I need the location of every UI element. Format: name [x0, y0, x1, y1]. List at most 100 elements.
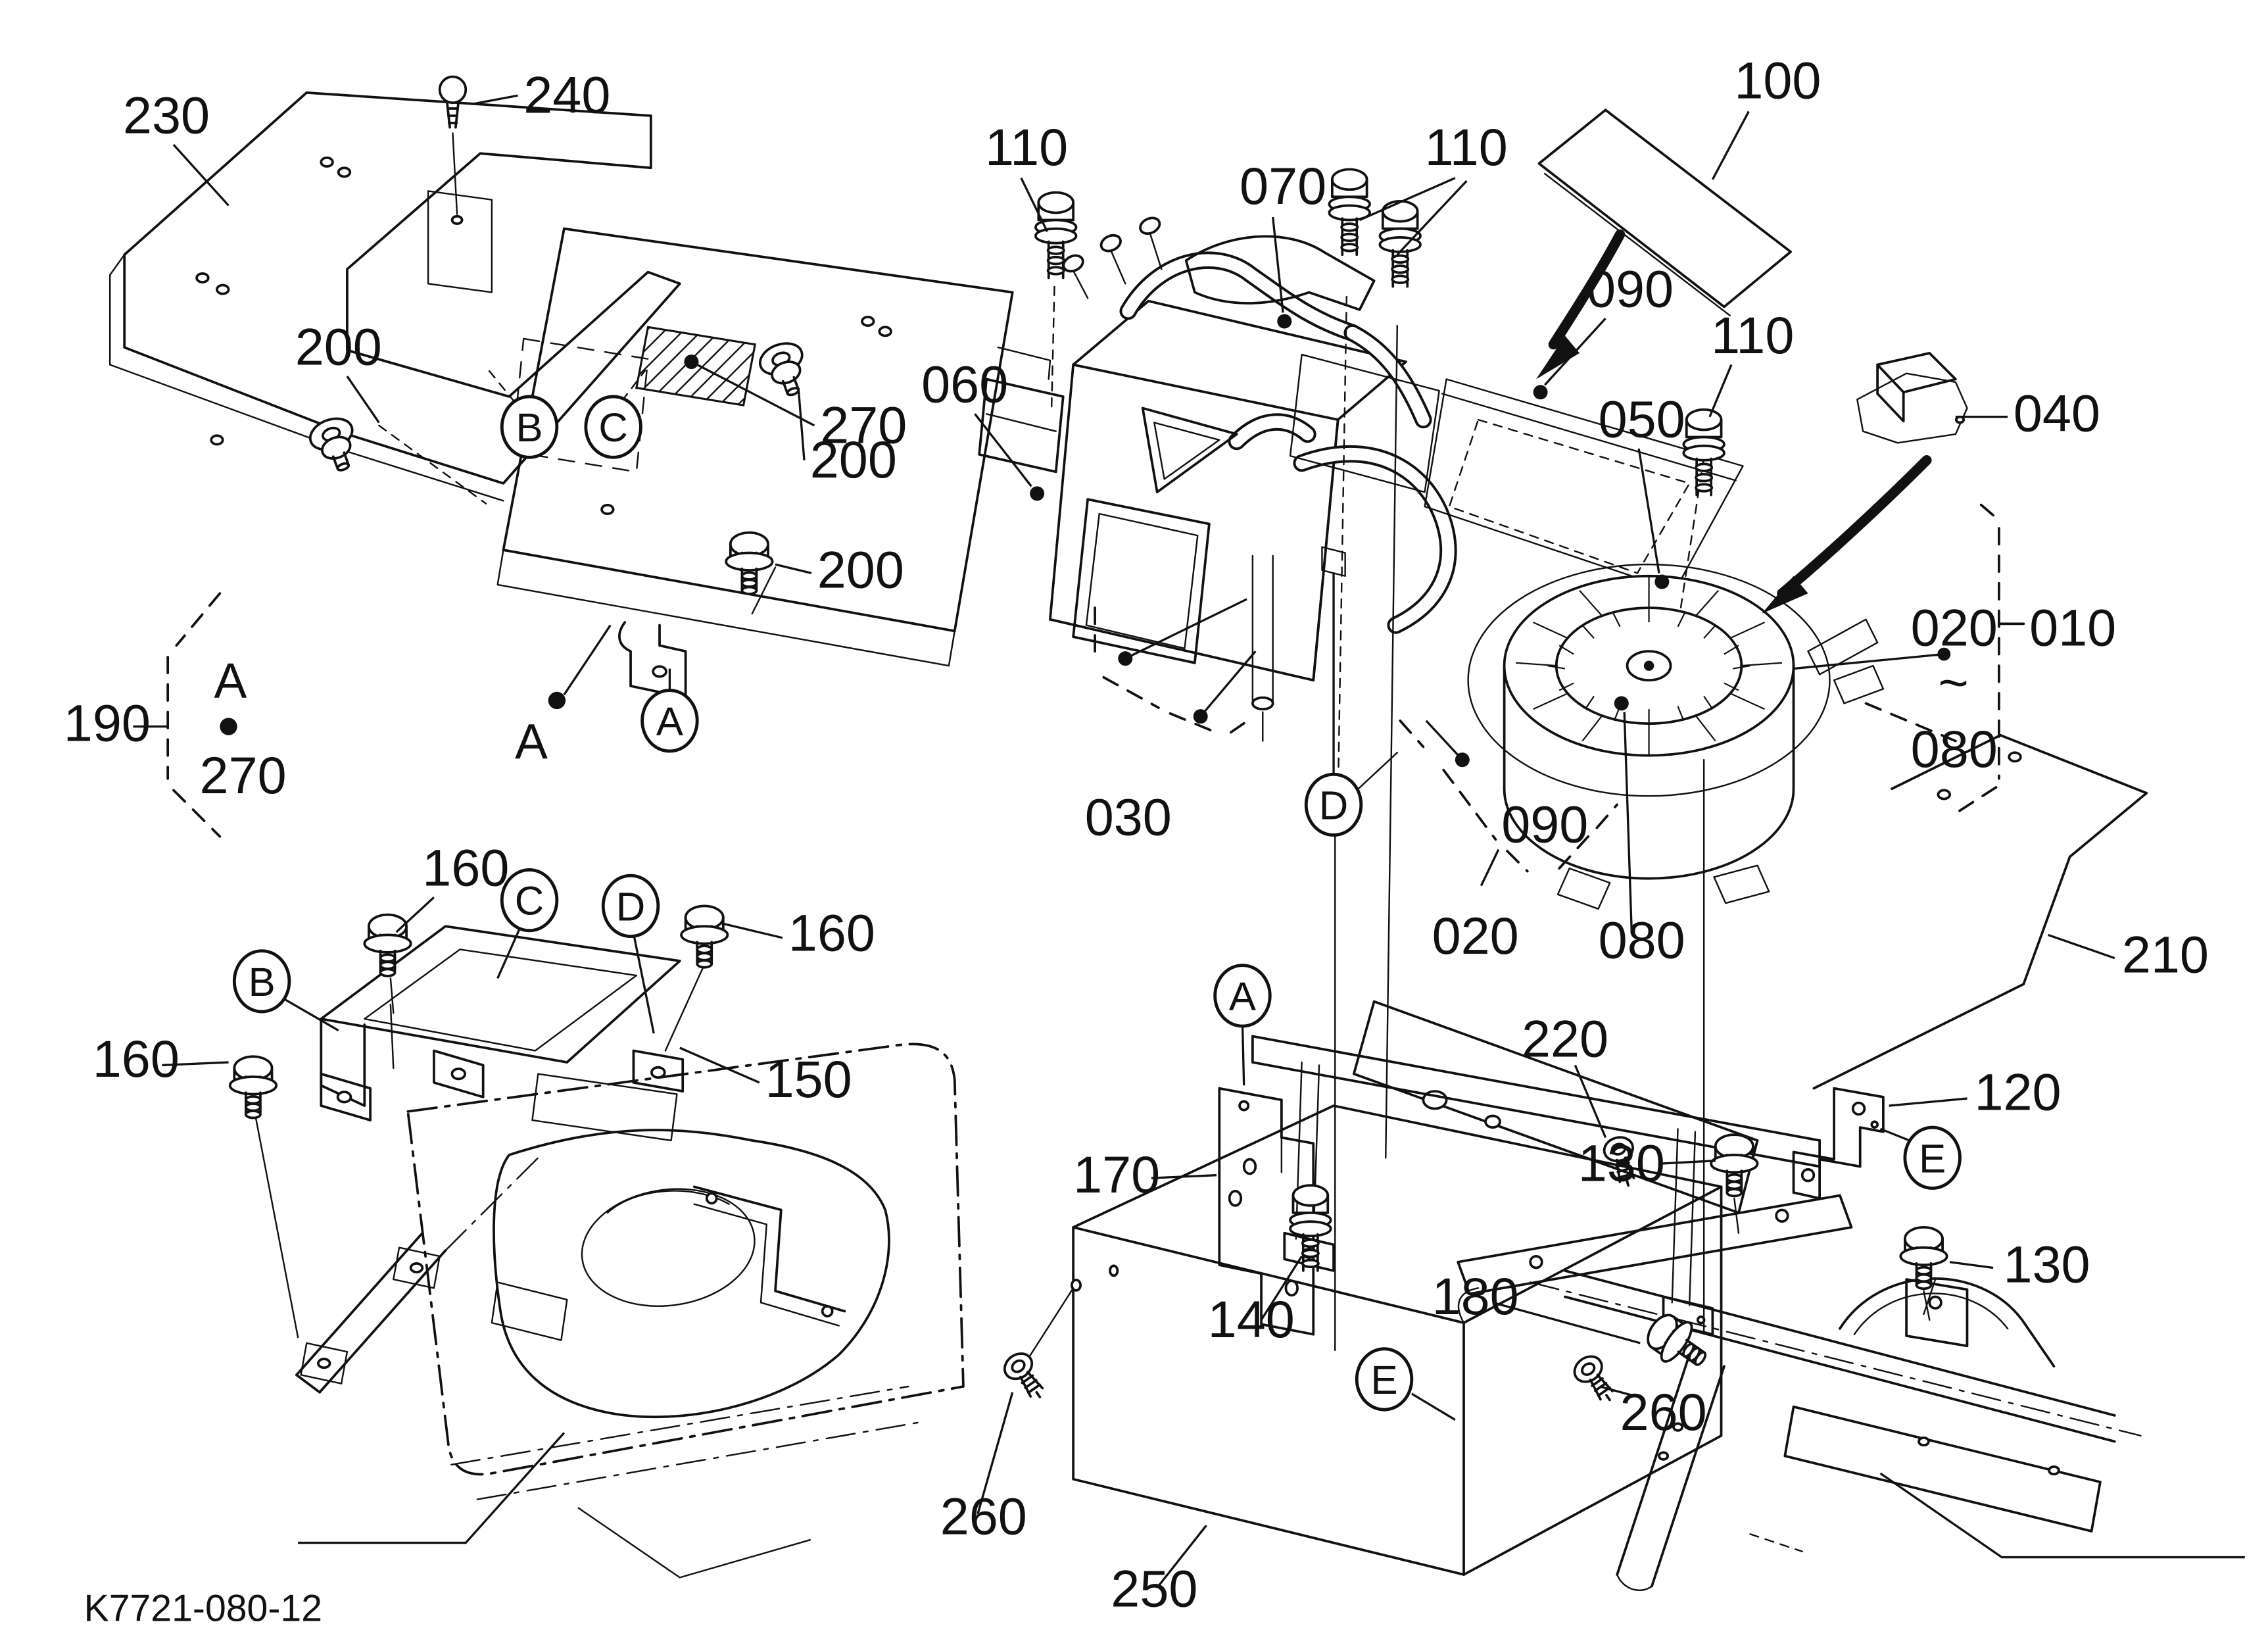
leader-210 — [2048, 933, 2115, 960]
part-label-210: 210 — [2122, 925, 2209, 984]
leader-120 — [1889, 1097, 1967, 1107]
bolt-200-lower — [725, 531, 774, 595]
part-label-160: 160 — [93, 1029, 180, 1088]
part-label-090: 090 — [1587, 259, 1674, 318]
part-label-180: 180 — [1432, 1267, 1519, 1325]
heater-unit — [978, 216, 1457, 742]
part-label-190: 190 — [64, 694, 151, 752]
part-label-070: 070 — [1240, 157, 1326, 215]
dot-080 — [1614, 696, 1629, 711]
leader-160 — [395, 897, 435, 933]
dot-050 — [1654, 574, 1670, 589]
screw-260-right — [1568, 1350, 1623, 1410]
screw-260-left — [998, 1347, 1053, 1407]
part-label-200: 200 — [810, 430, 897, 489]
leader-110 — [1359, 177, 1456, 221]
bolt-180 — [1638, 1305, 1718, 1381]
leader-view-A — [1241, 1023, 1245, 1086]
leader-200 — [797, 387, 806, 460]
fig-ref-right — [1879, 1472, 2245, 1559]
part-label-~: ~ — [1938, 653, 1968, 712]
view-letter-E: E — [1370, 1358, 1397, 1403]
part-label-240: 240 — [523, 66, 610, 124]
view-circle-C — [500, 868, 559, 933]
leader-130 — [1949, 1261, 1994, 1269]
part-label-020: 020 — [1911, 598, 1998, 656]
bracket-150 — [320, 925, 708, 1121]
bolt-110-d — [1682, 408, 1725, 497]
leader-160 — [162, 1061, 229, 1067]
leader-260 — [977, 1392, 1014, 1515]
dot-point-A — [220, 718, 237, 735]
resistor-040 — [1856, 352, 1968, 444]
part-label-130: 130 — [1578, 1133, 1665, 1192]
part-label-200: 200 — [295, 317, 382, 376]
leader-130 — [1660, 1160, 1716, 1165]
view-circle-A — [640, 689, 699, 753]
fig-ref-left — [298, 1432, 566, 1544]
leader-230 — [172, 143, 229, 207]
leader-150 — [679, 1046, 760, 1084]
leader-260 — [1599, 1385, 1632, 1396]
view-circle-E — [1355, 1347, 1414, 1412]
part-label-260: 260 — [940, 1487, 1027, 1545]
leader2-110 — [1396, 180, 1468, 256]
seat-base — [406, 1043, 965, 1579]
view-circle-D — [1304, 772, 1363, 837]
part-label-270: 270 — [200, 746, 287, 804]
part-label-110: 110 — [1711, 306, 1794, 364]
view-circle-B — [500, 395, 559, 459]
part-label-150: 150 — [765, 1050, 852, 1108]
grommet-200-right — [754, 336, 816, 403]
leader-180 — [1492, 1301, 1641, 1344]
bolt-110-b — [1328, 168, 1371, 257]
fig-ref-right-leader — [1879, 1472, 2245, 1559]
part-label-030: 030 — [1085, 788, 1172, 847]
fasteners — [228, 75, 1948, 1410]
view-circle-D — [601, 873, 660, 939]
bracket-120 — [1792, 1087, 1969, 1348]
bolt-110-c — [1378, 199, 1422, 288]
bolt-140 — [1289, 1184, 1332, 1272]
support-frame — [1251, 1035, 1853, 1336]
part-label-270: 270 — [820, 395, 907, 454]
part-label-080: 080 — [1911, 720, 1998, 778]
part-label-170: 170 — [1073, 1145, 1160, 1204]
leader-view-E — [1411, 1392, 1456, 1421]
dot-270 — [684, 355, 699, 370]
part-label-080: 080 — [1599, 911, 1685, 970]
leader-170 — [1151, 1174, 1217, 1179]
view-letter-D: D — [1319, 783, 1348, 828]
part-label-060: 060 — [921, 355, 1008, 414]
part-label-090: 090 — [1501, 795, 1588, 854]
leader-point-A — [563, 624, 612, 696]
view-letter-A: A — [1229, 974, 1256, 1020]
leader-110 — [1020, 177, 1049, 232]
view-letter-E: E — [1919, 1136, 1946, 1181]
part-label-250: 250 — [1111, 1559, 1197, 1617]
leader-view-D — [632, 933, 655, 1034]
part-label-140: 140 — [1208, 1290, 1295, 1348]
leader-view-B — [283, 997, 339, 1032]
part-label-260: 260 — [1620, 1383, 1707, 1441]
leader-100 — [1711, 111, 1750, 180]
drawing-number: K7721-080-12 — [84, 1587, 322, 1629]
leader-070 — [1272, 216, 1284, 313]
fan-blades — [1516, 576, 1783, 756]
leader-060 — [974, 413, 1032, 487]
part-label-050: 050 — [1599, 389, 1685, 448]
part-label-130: 130 — [2003, 1235, 2090, 1293]
leader-220 — [1574, 1064, 1607, 1139]
view-letter-C: C — [598, 405, 627, 451]
view-letter-C: C — [515, 879, 544, 924]
cover-panel-230 — [109, 91, 681, 502]
leader-080 — [1623, 712, 1633, 929]
seal-strip-100 — [1537, 109, 1792, 316]
dot-point-A — [548, 691, 566, 710]
view-circle-E — [1903, 1125, 1962, 1190]
angle-rail — [253, 1110, 539, 1394]
group-090-lower — [1399, 719, 1619, 873]
shield-panel-270-group — [378, 227, 1014, 699]
